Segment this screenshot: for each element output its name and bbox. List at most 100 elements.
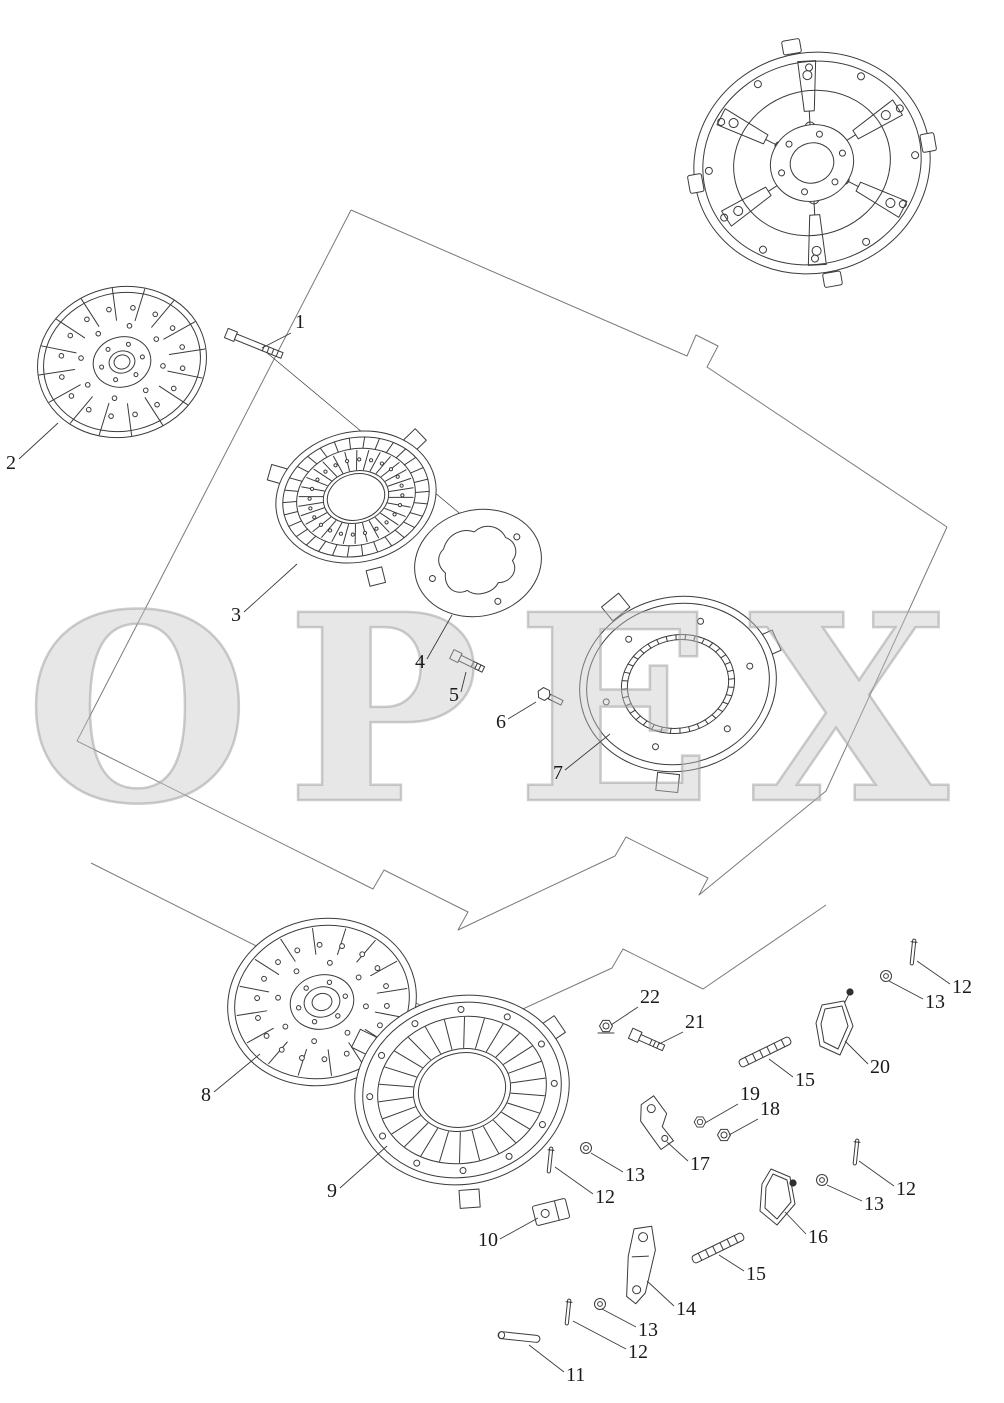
part-13-washer [816,1174,828,1186]
part-15-rod [690,1231,746,1265]
part-14-release-lever [626,1225,656,1305]
part-12-pin [563,1298,573,1326]
leader-line-12 [554,1166,594,1195]
part-13-washer [580,1142,592,1154]
part-13-washer [594,1298,606,1310]
part-5-bolt [449,649,486,673]
part-4-intermediate-plate [414,508,542,618]
leader-line-22 [610,1006,639,1026]
callout-13: 13 [638,1319,658,1341]
boundary-band-top [76,526,948,931]
callout-20: 20 [870,1056,890,1078]
spring-outer-slots [282,436,430,558]
callouts-layer: 1234567891011121314151612131718191312201… [6,311,972,1386]
leader-line-15 [768,1058,794,1078]
part-13-washer [880,970,892,982]
part-1-bolt [223,327,284,359]
leader-line-6 [507,701,537,720]
plate-inner-teeth [621,634,735,734]
disc-segment-lines [38,288,206,436]
leader-line-19 [704,1103,739,1124]
part-6-bolt [535,685,564,706]
disc-rivets-inner [275,959,369,1045]
leader-line-12 [858,1160,895,1187]
cover-fingers [378,1016,546,1164]
leader-line-12 [916,960,951,985]
boundary-upper [350,209,948,528]
leader-line-7 [564,733,611,771]
disc-segment-lines [236,928,408,1076]
part-2-clutch-disc [37,285,207,439]
spring-fingers [298,449,414,545]
disc-hub-holes [296,979,348,1025]
leader-line-12 [572,1320,627,1350]
leader-line-16 [784,1211,807,1235]
disc-rivets-inner [78,323,166,401]
callout-8: 8 [201,1084,211,1106]
callout-12: 12 [628,1341,648,1363]
part-19-nut [693,1116,707,1128]
part-12-pin [545,1146,555,1174]
leader-line-10 [499,1217,539,1240]
callout-18: 18 [760,1098,780,1120]
callout-14: 14 [676,1298,696,1320]
callout-22: 22 [640,986,660,1008]
part-22-nut [597,1019,615,1034]
leader-line-4 [426,614,453,660]
disc-hub-holes [99,341,145,383]
part-17-release-lever [640,1095,674,1150]
clutch-hub-bolts [778,130,846,196]
callout-15: 15 [795,1069,815,1091]
leader-line-2 [18,422,59,460]
boundary-left [76,209,352,742]
callout-12: 12 [896,1178,916,1200]
callout-11: 11 [566,1364,585,1386]
callout-5: 5 [449,684,459,706]
callout-1: 1 [295,311,305,333]
plate-face-holes [602,617,754,751]
callout-13: 13 [864,1193,884,1215]
watermark: OPEX [25,558,985,861]
part-18-nut [717,1128,731,1142]
callout-13: 13 [625,1164,645,1186]
leader-line-11 [528,1344,565,1373]
callout-7: 7 [553,762,563,784]
callout-9: 9 [327,1180,337,1202]
leader-line-13 [826,1184,863,1202]
part-3-diaphragm-spring [266,428,437,587]
part-7-pressure-plate [579,592,782,794]
leader-line-9 [339,1145,388,1189]
cover-rim-holes [366,1005,558,1175]
disc-rivets-outer [58,305,186,419]
callout-21: 21 [685,1011,705,1033]
callout-2: 2 [6,452,16,474]
leader-line-21 [658,1031,684,1045]
leader-line-13 [590,1152,624,1173]
part-16-clip [759,1168,797,1226]
leader-line-14 [646,1280,675,1307]
spring-rivets [307,457,405,537]
callout-10: 10 [478,1229,498,1251]
callout-3: 3 [231,604,241,626]
callout-17: 17 [690,1153,710,1175]
leader-line-17 [666,1141,689,1162]
leader-line-20 [844,1040,869,1065]
callout-6: 6 [496,711,506,733]
callout-12: 12 [595,1186,615,1208]
leader-line-13 [601,1308,637,1328]
part-20-clip [815,988,854,1056]
leader-line-13 [888,980,924,1000]
callout-13: 13 [925,991,945,1013]
assembled-clutch [686,37,938,289]
callout-19: 19 [740,1083,760,1105]
leader-line-18 [728,1118,759,1136]
leader-line-1 [261,332,292,349]
leader-line-5 [460,671,467,693]
leader-line-8 [213,1053,261,1093]
leader-line-3 [243,563,298,613]
part-11-pin [497,1331,541,1343]
callout-4: 4 [415,651,425,673]
part-15-rod [737,1035,793,1069]
callout-15: 15 [746,1263,766,1285]
